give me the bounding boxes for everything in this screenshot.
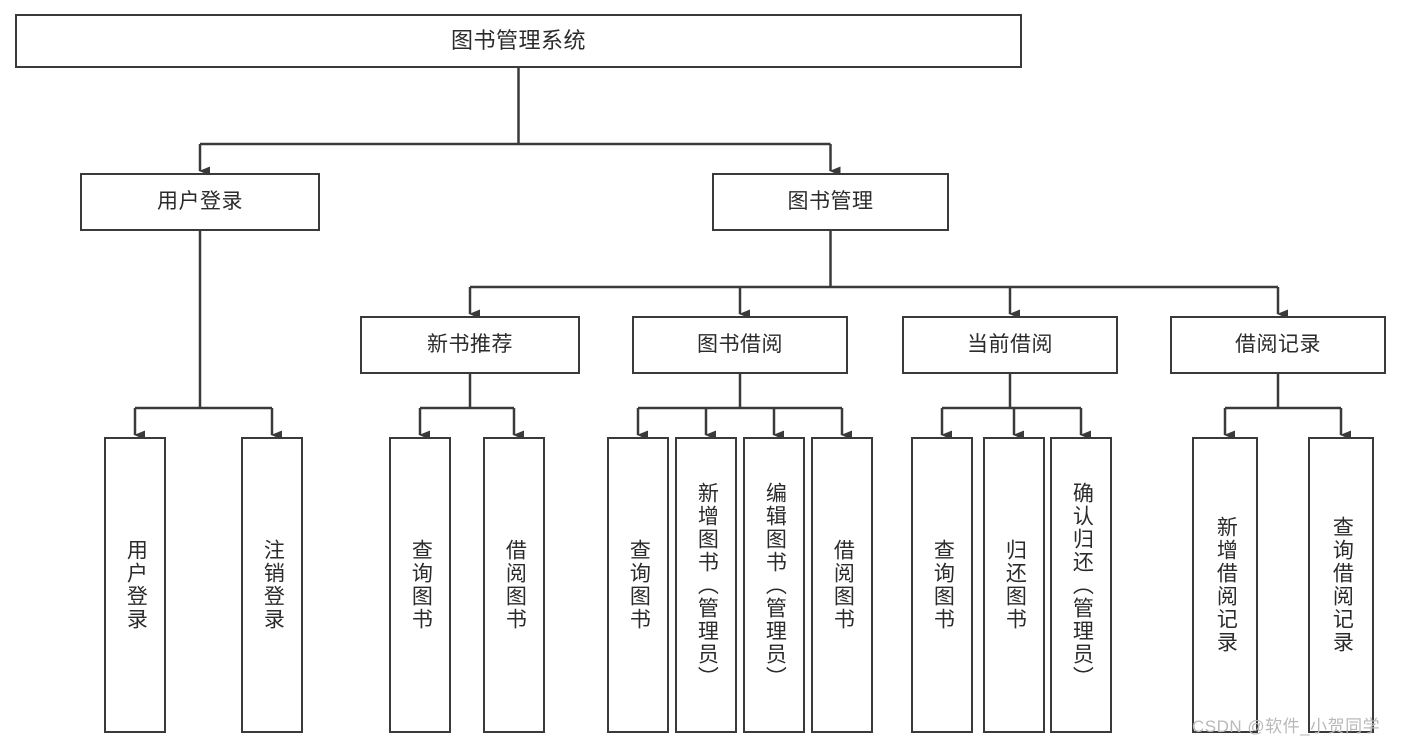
node-box-lf-10[interactable]: 归还图书 [983,437,1045,733]
node-label: 借阅图书 [503,539,527,631]
node-box-lf-8[interactable]: 借阅图书 [811,437,873,733]
node-label: 当前借阅 [967,333,1053,357]
node-label: 查询图书 [409,539,433,631]
node-box-lf-7[interactable]: 编辑图书（管理员） [743,437,805,733]
node-label: 归还图书 [1003,539,1027,631]
node-label: 确认归还（管理员） [1070,481,1094,689]
node-box-lf-9[interactable]: 查询图书 [911,437,973,733]
node-label: 编辑图书（管理员） [763,481,787,689]
node-box-lf-6[interactable]: 新增图书（管理员） [675,437,737,733]
node-label: 用户登录 [124,539,148,631]
node-label: 查询图书 [627,539,651,631]
node-box-lf-4[interactable]: 借阅图书 [483,437,545,733]
node-box-l2-2[interactable]: 图书管理 [712,173,949,231]
node-label: 新增图书（管理员） [695,481,719,689]
edges-group [133,68,1351,440]
node-box-l3-1[interactable]: 新书推荐 [360,316,580,374]
node-box-l2-1[interactable]: 用户登录 [80,173,320,231]
node-label: 新书推荐 [427,333,513,357]
watermark-text: CSDN @软件_小贺同学 [1192,717,1381,736]
node-box-lf-3[interactable]: 查询图书 [389,437,451,733]
node-label: 查询图书 [931,539,955,631]
node-box-l3-4[interactable]: 借阅记录 [1170,316,1386,374]
node-box-l3-2[interactable]: 图书借阅 [632,316,848,374]
node-label: 图书管理 [787,190,874,214]
node-box-l3-3[interactable]: 当前借阅 [902,316,1118,374]
node-box-lf-13[interactable]: 查询借阅记录 [1308,437,1374,733]
node-label: 查询借阅记录 [1330,516,1354,654]
node-box-lf-5[interactable]: 查询图书 [607,437,669,733]
node-box-lf-1[interactable]: 用户登录 [104,437,166,733]
node-box-lf-12[interactable]: 新增借阅记录 [1192,437,1258,733]
node-box-lf-2[interactable]: 注销登录 [241,437,303,733]
node-label: 图书借阅 [697,333,783,357]
node-box-root[interactable]: 图书管理系统 [15,14,1022,68]
node-label: 借阅记录 [1235,333,1321,357]
node-label: 用户登录 [157,190,243,214]
node-label: 图书管理系统 [450,27,586,53]
node-label: 注销登录 [261,539,285,631]
node-box-lf-11[interactable]: 确认归还（管理员） [1050,437,1112,733]
node-label: 借阅图书 [831,539,855,631]
node-label: 新增借阅记录 [1214,516,1238,654]
